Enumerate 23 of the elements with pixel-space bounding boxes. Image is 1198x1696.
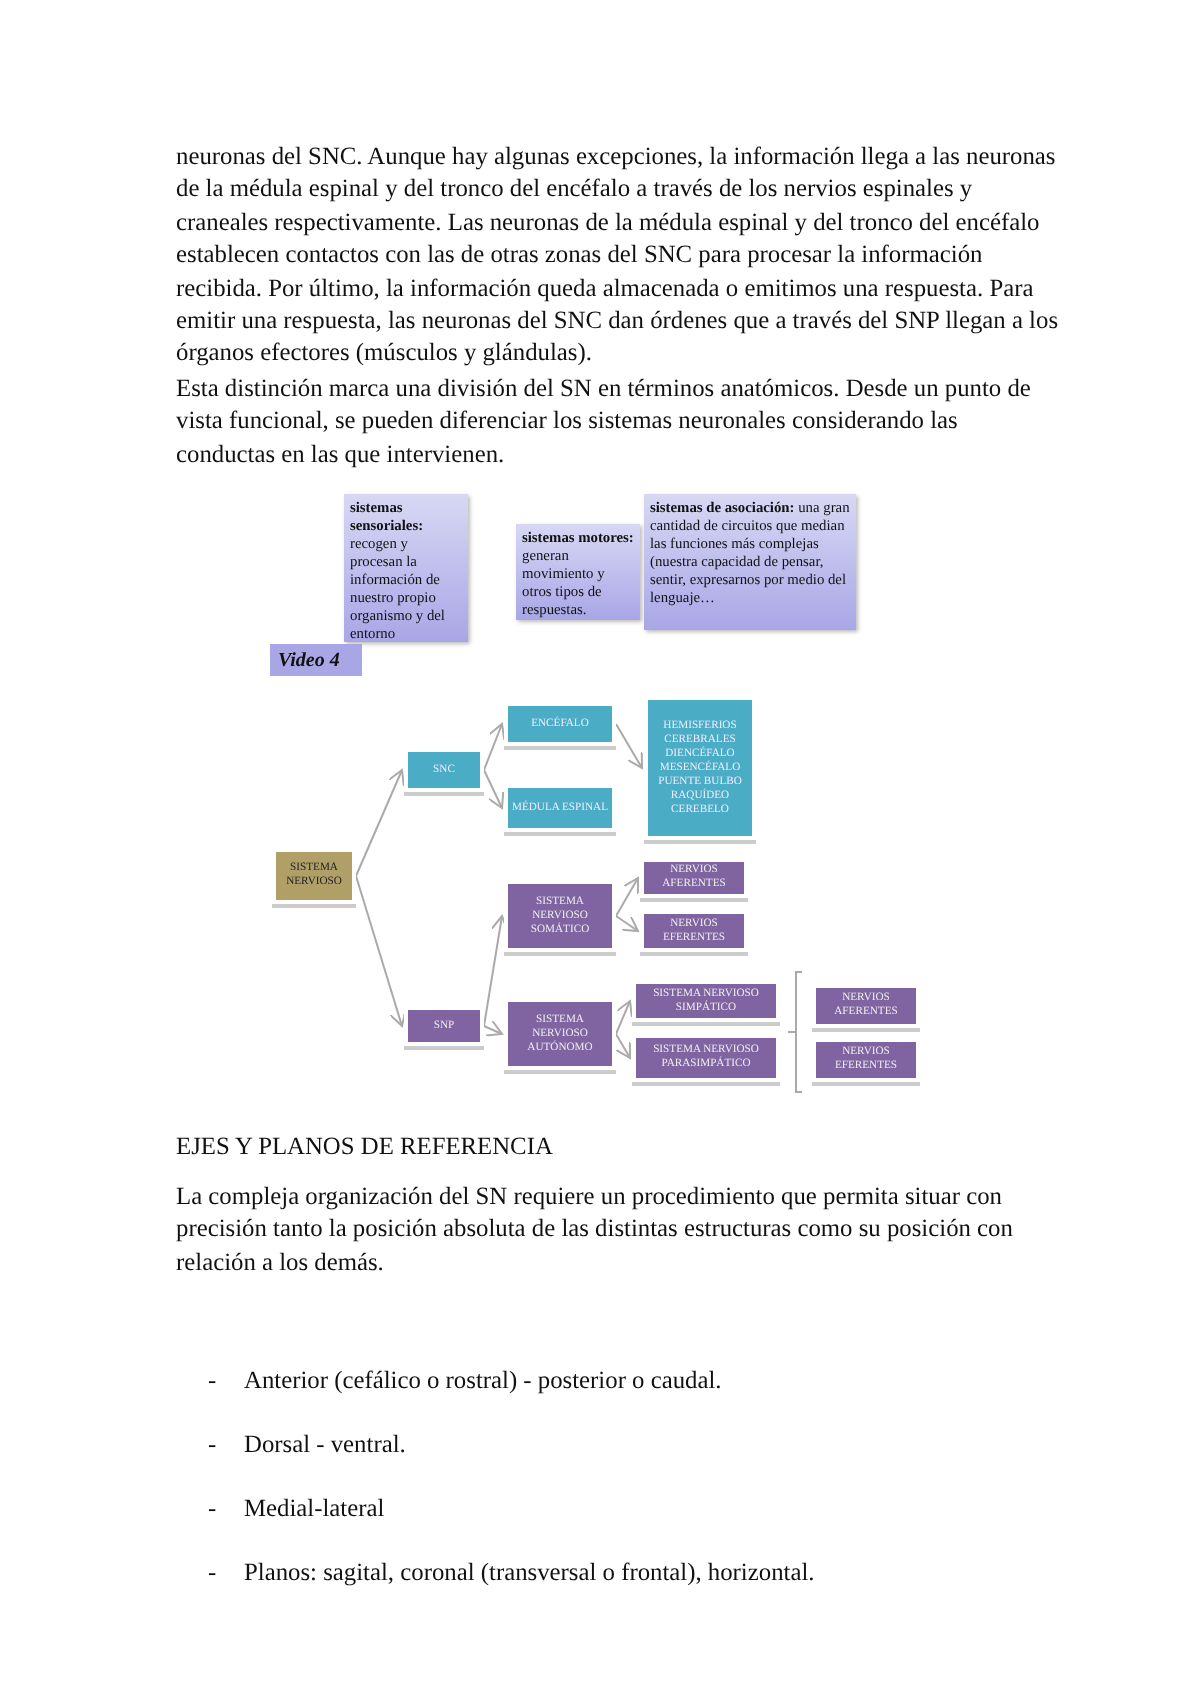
section-heading: EJES Y PLANOS DE REFERENCIA — [176, 1130, 555, 1163]
list-item: Anterior (cefálico o rostral) - posterior o caudal. — [244, 1364, 724, 1397]
arrow — [615, 877, 639, 917]
list-dash: - — [208, 1428, 219, 1461]
paragraph: La compleja organización del SN requiere un procedimiento que permita situar con precisión tanto la posición absoluta de las distintas estructuras como su posición con relación a los demás. — [176, 1180, 1015, 1279]
arrow — [483, 1020, 503, 1037]
arrow — [355, 875, 407, 1027]
paragraph: neuronas del SNC. Aunque hay algunas excepciones, la información llega a las neuronas de la médula espinal y del tronco del encéfalo a través de los nervios espinales y craneales respectivamente. Las neuronas de la médula espinal y del tronco del encéfalo establecen contactos con las de otras zonas del SNC para procesar la información recibida. Por último, la información queda almacenada o emitimos una respuesta. Para emitir una respuesta, las neuronas del SNC dan órdenes que a través del SNP llegan a los órganos efectores (músculos y glándulas). — [176, 140, 1061, 370]
title-tag: Video 4 — [270, 644, 362, 676]
arrow — [483, 723, 506, 771]
arrow — [483, 769, 505, 809]
list-dash: - — [208, 1556, 219, 1589]
list-item: Planos: sagital, coronal (transversal o frontal), horizontal. — [244, 1556, 817, 1589]
arrow — [355, 769, 405, 877]
arrow — [615, 723, 643, 769]
arrow — [615, 1000, 633, 1035]
list-item: Dorsal - ventral. — [244, 1428, 408, 1461]
list-dash: - — [208, 1492, 219, 1525]
arrow — [615, 915, 639, 932]
list-dash: - — [208, 1364, 219, 1397]
arrow — [615, 1033, 631, 1059]
list-item: Medial-lateral — [244, 1492, 387, 1525]
paragraph: Esta distinción marca una división del SN en términos anatómicos. Desde un punto de vista funcional, se pueden diferenciar los sistemas neuronales considerando las conductas en las que intervienen. — [176, 372, 1033, 471]
